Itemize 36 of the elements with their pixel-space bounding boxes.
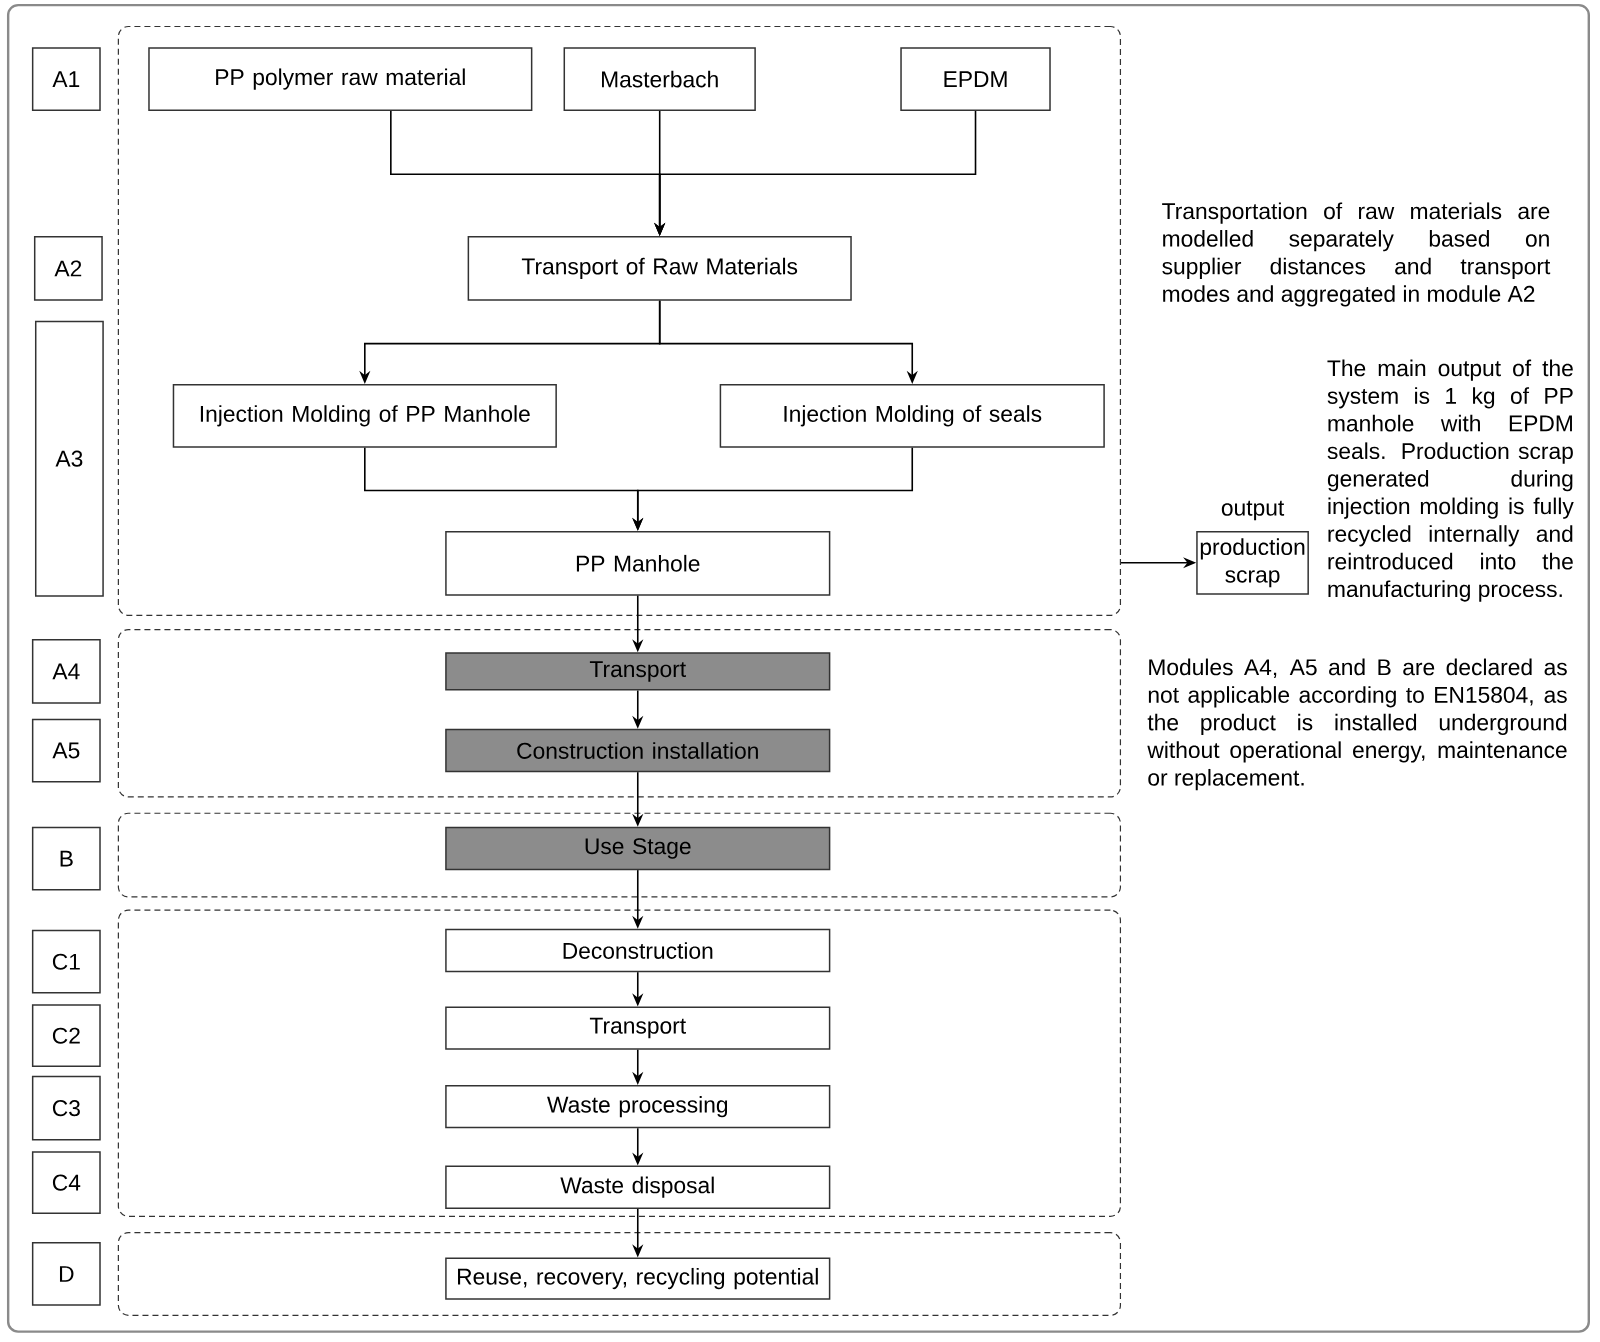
box-caption: output	[1221, 500, 1285, 521]
module-box: C4	[31, 1151, 101, 1214]
dashed-group-frame	[117, 909, 1122, 1217]
process-box: Injection Molding of seals	[719, 383, 1105, 448]
process-box: PP Manhole	[445, 530, 831, 596]
process-box: Transport	[445, 1006, 831, 1050]
process-box: Waste processing	[445, 1084, 831, 1129]
module-box: A4	[31, 639, 101, 704]
module-box: C2	[31, 1004, 101, 1068]
process-box: Deconstruction	[445, 928, 831, 973]
process-box: EPDM	[900, 47, 1051, 111]
dashed-group-frame	[117, 812, 1122, 898]
output-box: production scrap	[1196, 530, 1309, 595]
module-box: A1	[31, 47, 101, 111]
module-box: C3	[31, 1075, 101, 1141]
dashed-group-frame	[117, 629, 1122, 798]
dashed-group-frame	[117, 25, 1122, 616]
process-box: Reuse, recovery, recycling potential	[445, 1257, 831, 1300]
dashed-group-frame	[117, 1232, 1122, 1316]
process-box: Transport of Raw Materials	[467, 236, 852, 301]
process-box: Construction installation	[445, 728, 831, 773]
note-text: The main output of the system is 1 kg of PP manhole with EPDM seals. Production scrap generated during injection molding is fully recycled internally and reintroduced into the manufacturing process.	[1327, 359, 1574, 602]
note-text: Modules A4, A5 and B are declared as not applicable according to EN15804, as the product is installed underground without operational energy, maintenance or replacement.	[1147, 658, 1567, 791]
module-box: A2	[33, 236, 103, 301]
process-box: Transport	[445, 652, 831, 691]
module-box: A5	[31, 718, 101, 783]
process-box: Use Stage	[445, 826, 831, 871]
module-box: C1	[31, 929, 101, 994]
module-box: A3	[35, 320, 104, 597]
process-box: Waste disposal	[445, 1165, 831, 1209]
process-box: Injection Molding of PP Manhole	[172, 383, 557, 448]
module-box: D	[31, 1242, 101, 1306]
process-box: Masterbach	[563, 47, 756, 111]
process-box: PP polymer raw material	[148, 47, 533, 111]
module-box: B	[31, 826, 101, 891]
note-text: Transportation of raw materials are modelled separately based on supplier distances and transport modes and aggregated in module A2	[1162, 202, 1551, 307]
